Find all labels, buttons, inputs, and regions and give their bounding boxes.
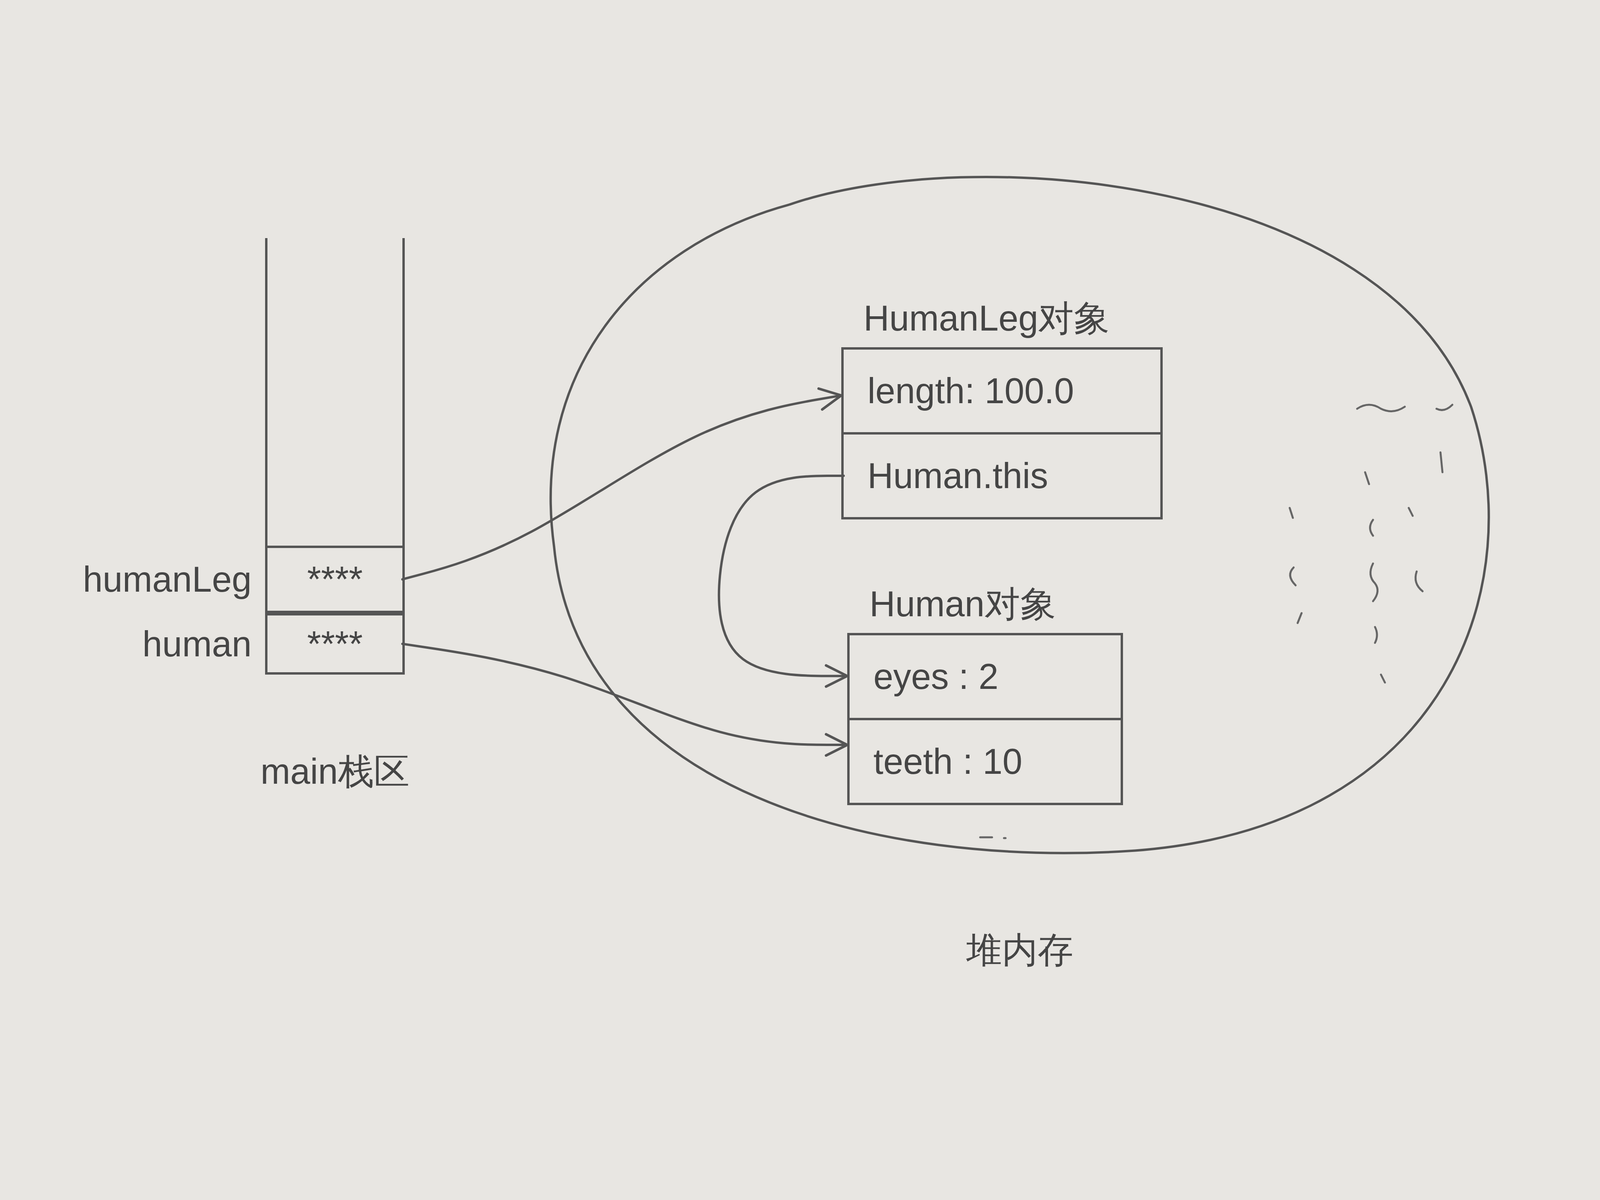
field-label: teeth : 10	[873, 740, 1097, 783]
scribble-mark	[1370, 563, 1378, 602]
ellipsis-mark	[980, 837, 1006, 839]
stack-frame: main栈区humanLeg****human****	[265, 238, 405, 675]
field-label: eyes : 2	[873, 655, 1097, 699]
scribble-mark	[1290, 567, 1296, 586]
heap-region: 堆内存HumanLeg对象length: 100.0Human.thisHuma…	[539, 162, 1500, 862]
field-label: Human.this	[867, 454, 1137, 498]
scribble-mark	[1357, 404, 1405, 412]
field-cell: Human.this	[843, 434, 1161, 518]
scribble-mark	[1380, 674, 1385, 683]
region-title: 堆内存	[966, 928, 1074, 972]
scribble-mark	[1365, 472, 1370, 485]
object-box: Human对象eyes : 2teeth : 10	[847, 632, 1124, 806]
scribble-mark	[1436, 404, 1453, 410]
heap-outline-path	[550, 176, 1489, 854]
scribble-mark	[1440, 452, 1443, 473]
region-title: main栈区	[260, 750, 410, 793]
reference-slot: humanLeg****	[267, 545, 403, 614]
scribble-mark	[1289, 507, 1293, 518]
reference-arrow	[402, 644, 848, 746]
field-cell: eyes : 2	[849, 635, 1121, 721]
object-box: HumanLeg对象length: 100.0Human.this	[841, 347, 1163, 520]
scribble-mark	[1415, 571, 1423, 592]
reference-value: ****	[307, 557, 363, 601]
scribble-mark	[1408, 507, 1413, 516]
scribble-mark	[1370, 519, 1374, 536]
reference-value: ****	[307, 622, 363, 666]
variable-name: humanLeg	[82, 557, 252, 601]
field-cell: length: 100.0	[843, 349, 1161, 435]
reference-arrow	[719, 475, 848, 677]
field-label: length: 100.0	[867, 369, 1137, 413]
region-title: HumanLeg对象	[863, 296, 1110, 340]
field-cell: teeth : 10	[849, 720, 1121, 803]
scribble-mark	[1375, 626, 1377, 643]
reference-slot: human****	[267, 613, 403, 675]
reference-arrow	[402, 395, 842, 580]
variable-name: human	[142, 622, 252, 666]
region-title: Human对象	[869, 582, 1056, 626]
scribble-mark	[1297, 613, 1302, 624]
